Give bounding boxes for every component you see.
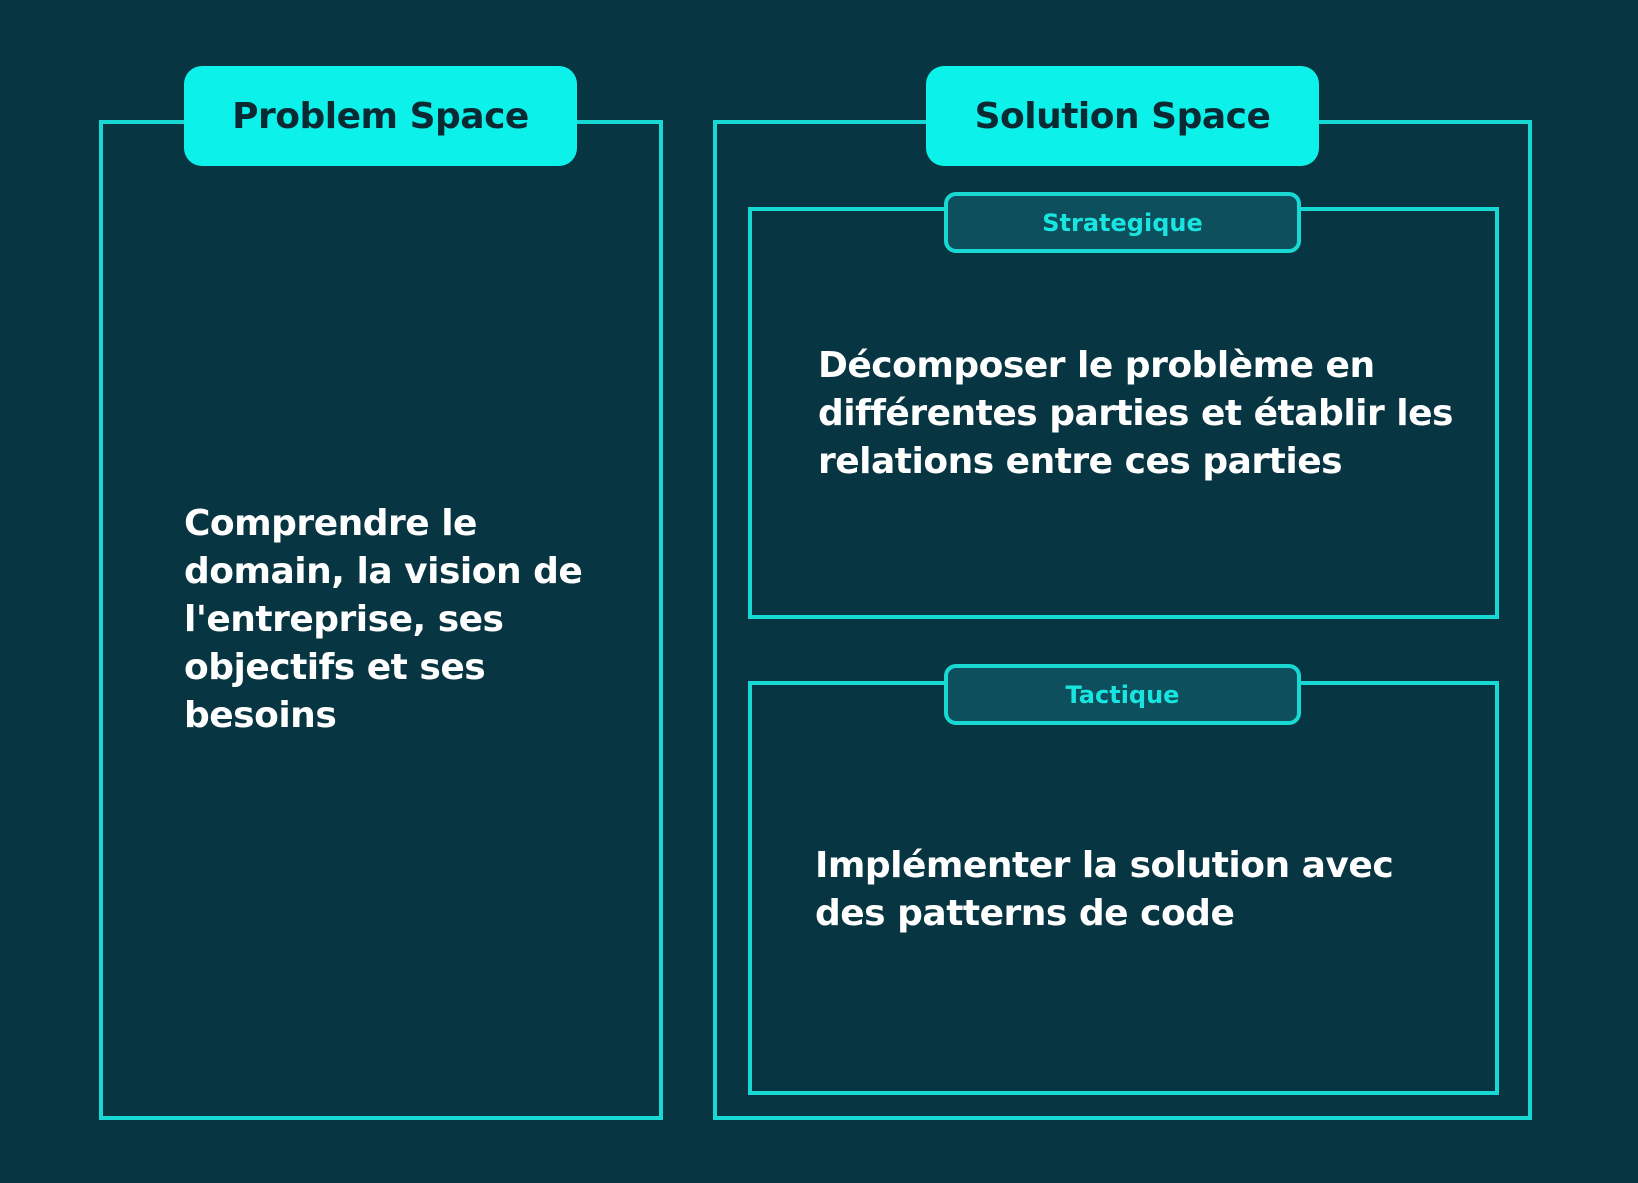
- problem-space-description: Comprendre le domain, la vision de l'ent…: [184, 503, 583, 736]
- tactical-description: Implémenter la solution avec des pattern…: [815, 845, 1394, 934]
- problem-space-title: Problem Space: [184, 66, 577, 166]
- tactical-label: Tactique: [944, 664, 1301, 725]
- strategic-description: Décomposer le problème en différentes pa…: [818, 345, 1453, 482]
- solution-space-title: Solution Space: [926, 66, 1319, 166]
- strategic-label: Strategique: [944, 192, 1301, 253]
